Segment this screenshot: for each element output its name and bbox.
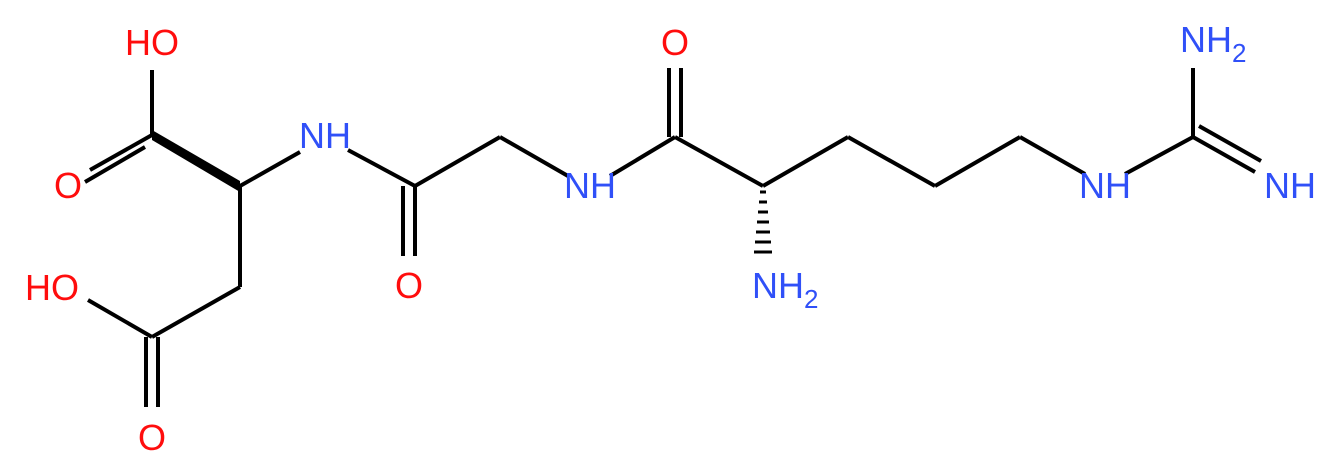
atom-nh-imine: NH [1264,165,1316,206]
bond-ne-cz [1124,135,1194,176]
bond-ca-cb-arg [762,135,849,188]
bond-ca-nh1 [239,150,301,188]
atom-o-amide-2: O [661,22,689,63]
atom-oh-top: HO [125,22,179,63]
bond-co-double-top-a [89,133,153,172]
bond-nh1-c [347,148,416,188]
bond-cg-cd-arg [934,135,1021,188]
bond-cb-cg-arg [847,135,936,188]
hash-bond [754,190,772,254]
bonds [83,68,1262,407]
atom-nh2-alpha: NH2 [752,265,818,314]
atom-nh-2: NH [564,165,616,206]
atom-o-amide-1: O [395,265,423,306]
wedge-bond [152,130,240,192]
bond-nh2-c [608,135,677,178]
atom-nh-1: NH [299,115,351,156]
bond-cg-oh [86,298,154,339]
atom-oh-left: HO [25,267,79,308]
atom-nh-guan: NH [1079,165,1131,206]
atom-nh2-guan: NH2 [1180,19,1246,68]
bond-c-ch2 [414,135,501,188]
bond-c-calpha [674,135,764,188]
bond-ch2-nh2 [499,135,569,178]
bond-cz-nh-a [1192,135,1256,174]
atom-o-acid-top: O [54,165,82,206]
bond-co-double-top-b [83,145,147,184]
bond-cz-nh-b [1198,124,1262,163]
atom-o-acid-bottom: O [138,417,166,458]
atom-labels: HO O HO O NH O NH O NH2 NH NH2 NH [25,19,1316,458]
bond-cb-cg [151,285,241,339]
bond-cd-ne [1019,135,1086,176]
